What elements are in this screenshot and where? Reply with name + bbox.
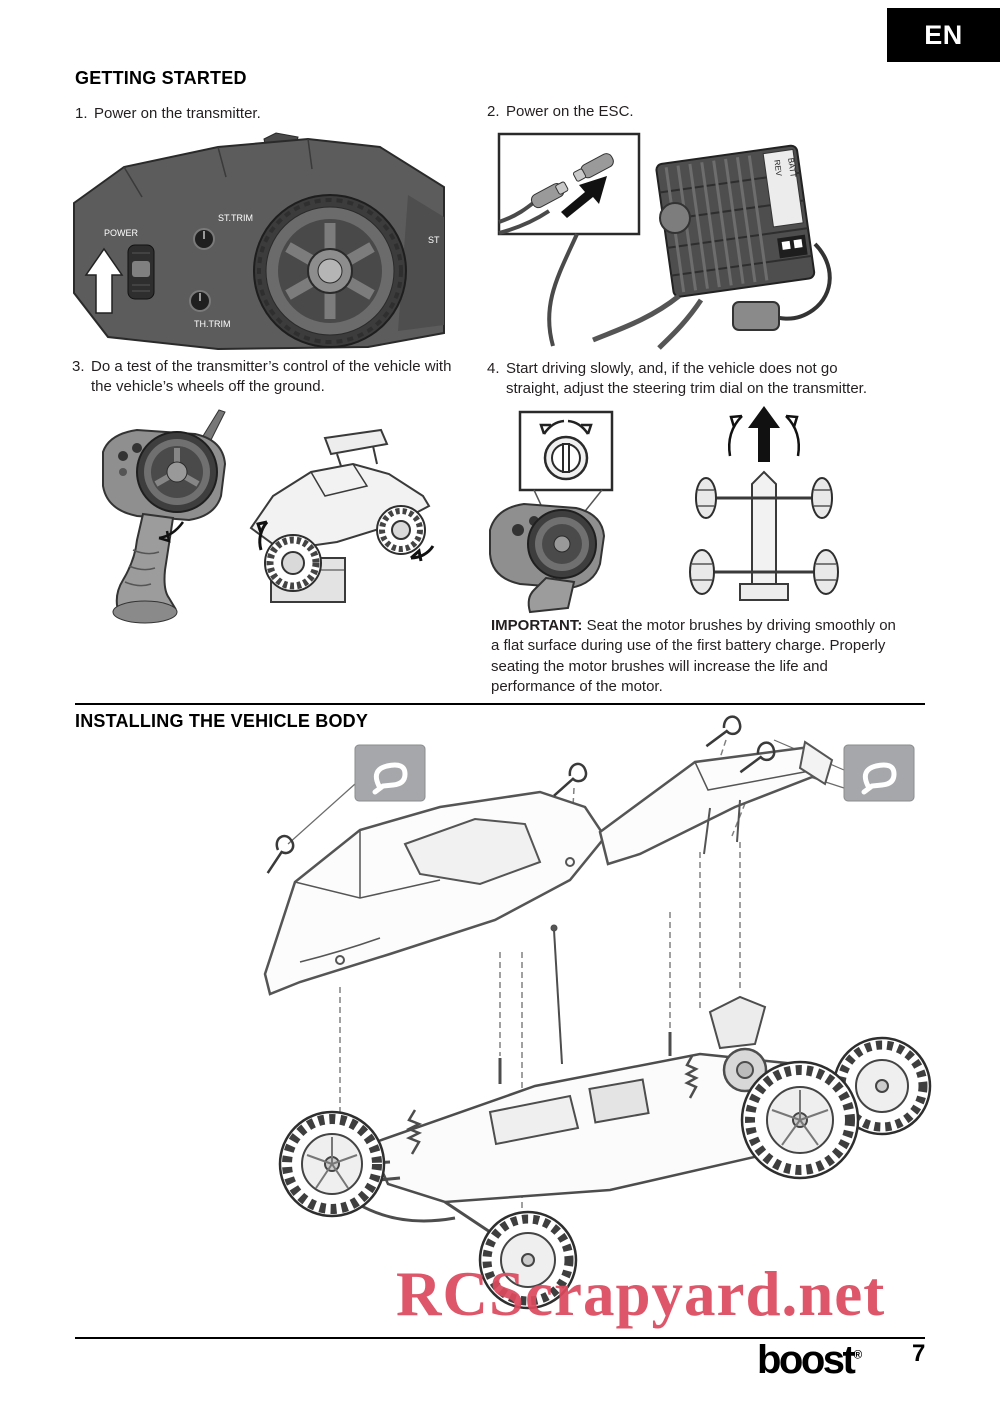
getting-started-title: GETTING STARTED	[75, 68, 247, 88]
steering-trim-illustration	[489, 406, 839, 614]
step-3-text: Do a test of the transmitter’s control o…	[91, 358, 452, 395]
language-badge-text: EN	[924, 19, 963, 50]
chassis-top	[751, 470, 777, 599]
esc-label	[762, 148, 804, 228]
esc-batt-label: BATT	[786, 157, 798, 178]
wing-mounts	[703, 799, 741, 855]
front-shock	[405, 1109, 423, 1155]
registered-mark: ®	[853, 1347, 863, 1362]
brand-logo: boost®	[757, 1338, 862, 1383]
wheel-rear-near	[740, 1060, 860, 1180]
gearbox	[708, 995, 767, 1050]
esc-rev-label: REV	[772, 159, 783, 177]
rear-wing	[598, 740, 834, 866]
watermark: RCScrapyard.net	[396, 1259, 886, 1329]
step-3-number: 3.	[72, 358, 85, 375]
straight-ahead-arrow	[748, 406, 780, 462]
wheel-front-right	[478, 1210, 578, 1310]
battery-wire	[547, 233, 579, 347]
power-on-arrow	[84, 247, 124, 314]
power-label: POWER	[104, 228, 139, 238]
wing-top	[739, 583, 789, 601]
transmitter-partial	[489, 502, 606, 614]
section-divider	[75, 703, 925, 705]
esc-box	[588, 1078, 650, 1124]
body-shell	[263, 790, 607, 996]
transmitter-side-panel	[398, 195, 444, 331]
st-trim-label: ST.TRIM	[218, 213, 253, 223]
body-installation-diagram	[263, 711, 932, 1310]
wing-endplate	[798, 740, 834, 786]
body-clip-pin-left	[266, 832, 297, 879]
rear-shock	[684, 1055, 699, 1099]
step-2-number: 2.	[487, 103, 500, 120]
important-text: Seat the motor brushes by driving smooth…	[491, 617, 896, 695]
step-4-number: 4.	[487, 360, 500, 377]
body-clip-pin-wing-1	[705, 711, 746, 758]
step-1: 1. Power on the transmitter.	[75, 104, 355, 124]
rear-wheel	[264, 534, 322, 592]
transmitter-illustration: POWER ST.TRIM TH.TRIM ST	[73, 132, 445, 351]
capacitor	[659, 202, 691, 234]
esc-illustration: REV BATT	[497, 132, 832, 350]
important-note: IMPORTANT: Seat the motor brushes by dri…	[491, 616, 905, 697]
step-4-text: Start driving slowly, and, if the vehicl…	[506, 360, 868, 397]
important-label: IMPORTANT:	[491, 617, 583, 634]
body-clip-callout-right	[843, 744, 915, 802]
st-partial-label: ST	[428, 235, 440, 245]
body-clip-callout-left	[354, 744, 426, 802]
connector-inset-frame	[497, 132, 641, 236]
step-3: 3. Do a test of the transmitter’s contro…	[72, 357, 472, 396]
esc-connector	[572, 153, 614, 182]
installing-body-title: INSTALLING THE VEHICLE BODY	[75, 711, 369, 731]
language-badge: EN	[887, 8, 1000, 62]
brand-name: boost	[757, 1338, 856, 1382]
step-4: 4. Start driving slowly, and, if the veh…	[487, 359, 887, 398]
wheels-top-view	[689, 477, 839, 595]
th-trim-label: TH.TRIM	[194, 319, 231, 329]
rear-wing	[323, 428, 389, 456]
battery-connector	[530, 181, 569, 209]
esc-switch	[777, 234, 808, 259]
curve-arrow-right	[785, 415, 800, 457]
front-wheel	[376, 505, 426, 555]
esc-plug	[732, 301, 780, 331]
trim-dial-inset	[518, 410, 614, 492]
buggy-body	[249, 462, 431, 552]
battery-tray	[488, 1094, 580, 1146]
power-switch	[127, 244, 155, 300]
curve-arrow-left	[728, 415, 743, 457]
wheel-front-left	[278, 1110, 386, 1218]
antenna-tube	[553, 929, 563, 1065]
pistol-transmitter	[102, 409, 227, 624]
transmitter-test-illustration	[102, 409, 435, 624]
step-2: 2. Power on the ESC.	[487, 102, 787, 122]
buggy-on-stand	[249, 428, 435, 603]
front-bumper	[357, 1202, 456, 1223]
steering-wheel	[253, 194, 407, 348]
cab-window	[403, 817, 542, 886]
step-2-text: Power on the ESC.	[506, 103, 634, 120]
connect-arrow	[561, 176, 607, 218]
step-1-text: Power on the transmitter.	[94, 105, 261, 122]
step-1-number: 1.	[75, 105, 88, 122]
footer-divider	[75, 1337, 925, 1339]
page-number: 7	[912, 1340, 926, 1367]
buggy-top-view	[689, 406, 839, 601]
